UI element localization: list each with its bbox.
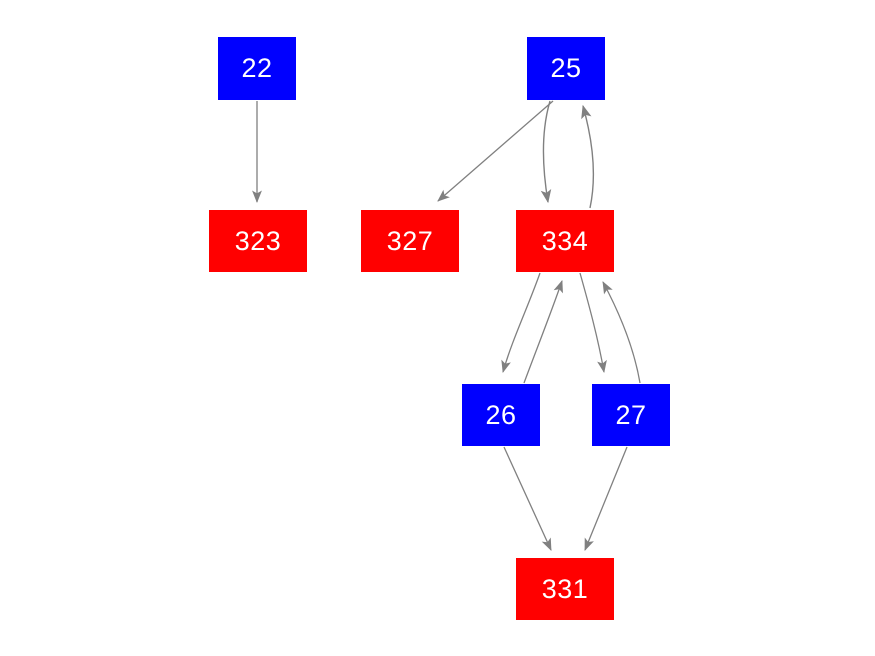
graph-node-327[interactable]: 327 — [361, 210, 459, 272]
node-label-327: 327 — [386, 225, 434, 256]
edge-26-to-334 — [523, 280, 563, 384]
node-label-27: 27 — [615, 399, 647, 430]
edge-334-to-26 — [501, 272, 541, 374]
graph-node-25[interactable]: 25 — [527, 37, 605, 100]
edge-27-to-334 — [602, 281, 641, 384]
edge-334-to-25 — [581, 104, 594, 209]
node-label-26: 26 — [485, 399, 517, 430]
node-label-25: 25 — [550, 53, 582, 83]
edge-25-to-334 — [540, 100, 552, 204]
graph-node-27[interactable]: 27 — [592, 384, 670, 446]
node-label-334: 334 — [541, 225, 589, 256]
edge-334-to-27 — [579, 272, 607, 374]
graph-node-331[interactable]: 331 — [516, 558, 614, 620]
edge-26-to-331 — [503, 446, 552, 551]
node-label-22: 22 — [241, 53, 273, 83]
node-label-323: 323 — [234, 225, 282, 256]
graph-node-334[interactable]: 334 — [516, 210, 614, 272]
graph-node-323[interactable]: 323 — [209, 210, 307, 272]
node-label-331: 331 — [541, 573, 589, 604]
edge-27-to-331 — [584, 446, 628, 551]
graph-node-22[interactable]: 22 — [218, 37, 296, 100]
edge-25-to-327 — [437, 100, 554, 202]
graph-node-26[interactable]: 26 — [462, 384, 540, 446]
